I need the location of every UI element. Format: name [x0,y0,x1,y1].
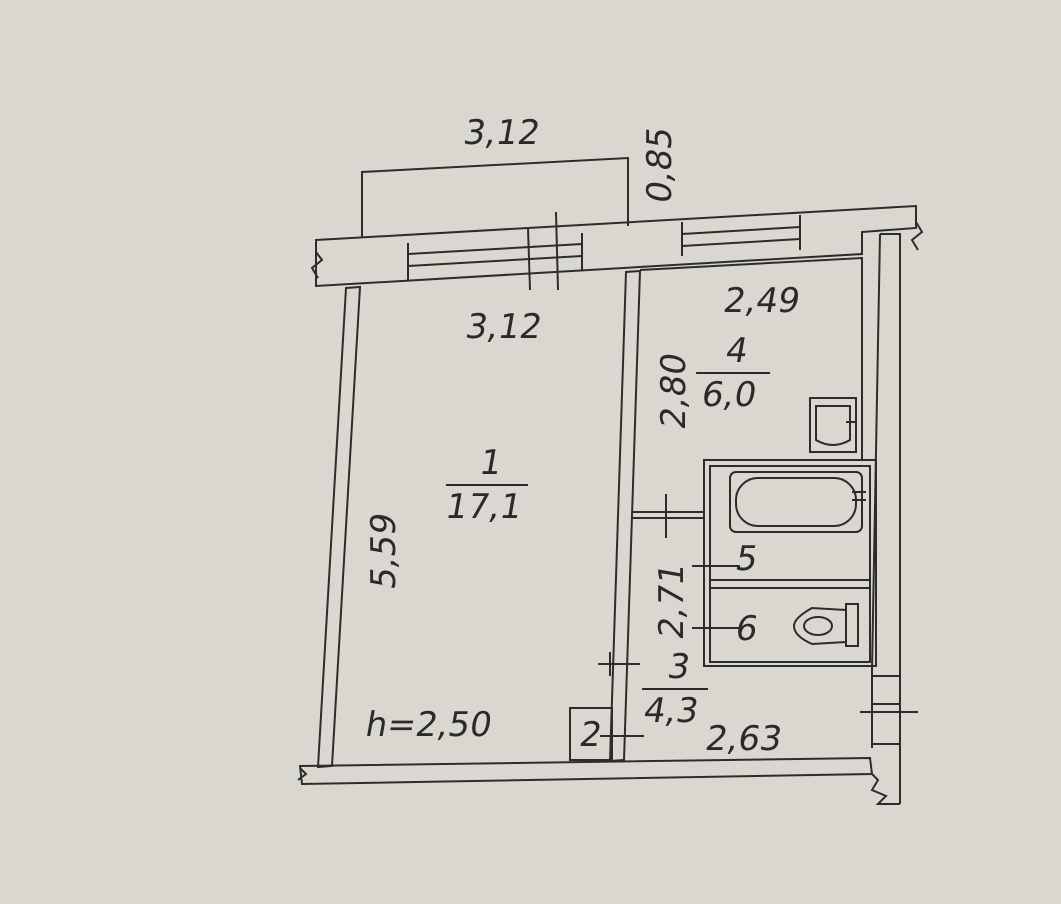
closet-box [569,707,613,761]
room-4-label: 4 6,0 [693,331,773,415]
dimension-room1-length: 5,59 [363,509,404,593]
window-room1 [407,233,583,281]
dimension-kitchen-width: 2,49 [720,281,804,321]
kitchen-wall [639,256,863,460]
wall-break-left [310,251,324,279]
bath-block-inner [709,465,871,663]
window-kitchen [681,215,801,256]
dimension-hall-width: 2,63 [702,719,786,759]
wall-break-right [910,221,924,251]
exterior-wall-top [315,204,917,288]
room-1-label: 1 17,1 [442,443,531,527]
dimension-room1-width: 3,12 [462,307,546,347]
room-number: 4 [722,331,752,371]
wall-bottom [298,756,874,786]
wall-break-bottom-left [297,767,308,781]
sink-icon [809,397,857,453]
bath-block-outer [703,459,877,667]
balcony-door-tick [555,211,559,291]
wall-left [316,285,362,769]
toilet-icon [792,603,859,647]
wall-right-inner [871,233,881,748]
room-area: 4,3 [640,691,702,731]
room-area: 17,1 [442,487,526,527]
dimension-kitchen-length: 2,80 [653,349,694,433]
room-area: 6,0 [698,375,760,415]
bathtub-icon [729,471,866,533]
balcony-outline [361,156,629,237]
ceiling-height: h=2,50 [362,705,496,745]
dimension-hall-length: 2,71 [651,559,692,643]
dimension-balcony-depth: 0,85 [639,123,680,207]
dimension-balcony-width: 3,12 [460,113,544,153]
balcony-door-tick [527,227,531,291]
wall-partition [608,269,642,763]
room-number: 1 [476,443,506,483]
wall-break-bottom-right [870,773,900,805]
room-number: 3 [664,647,694,687]
wall-right [880,233,901,804]
